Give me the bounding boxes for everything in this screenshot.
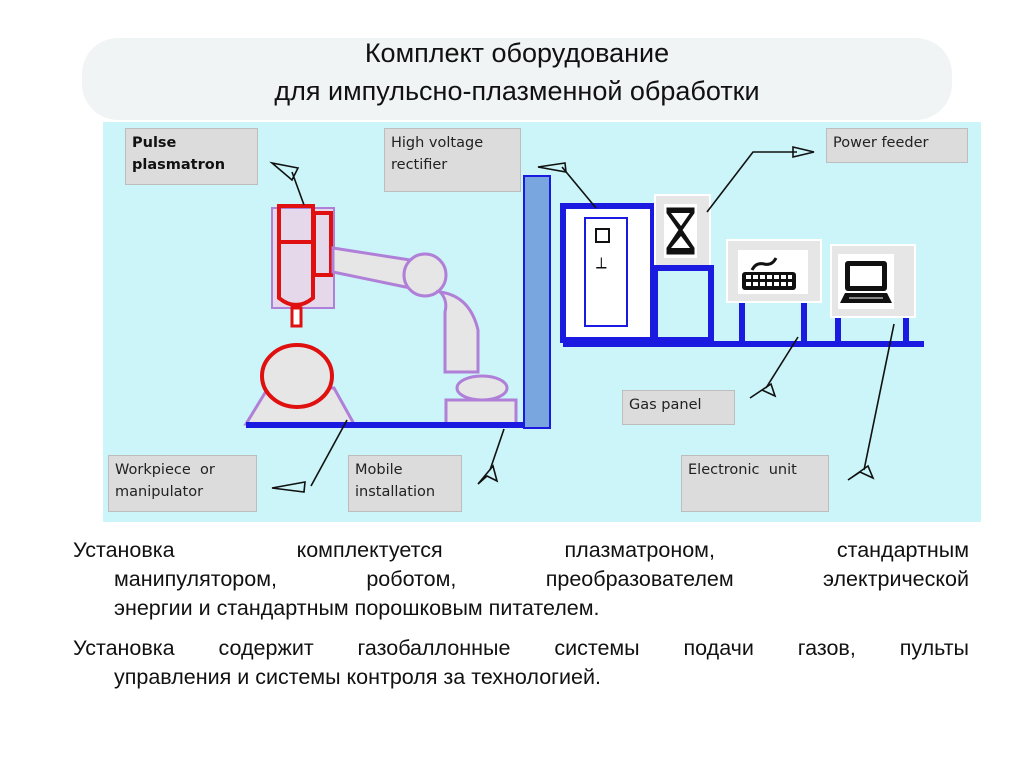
robot-base-cap	[455, 374, 509, 402]
rectifier-door	[584, 217, 628, 327]
paragraph-1-line-3: энергии и стандартным порошковым питател…	[114, 596, 600, 620]
workpiece	[260, 343, 334, 409]
label-power-feeder: Power feeder	[826, 128, 968, 163]
keyboard-icon	[738, 250, 808, 294]
pointer-arrows	[269, 145, 895, 493]
label-workpiece-manipulator: Workpiece or manipulator	[108, 455, 257, 512]
page-title: Комплект оборудование для импульсно-плаз…	[82, 34, 952, 110]
label-gas-panel: Gas panel	[622, 390, 735, 425]
rectifier-cabinet	[560, 203, 656, 343]
label-pulse-plasmatron: Pulse plasmatron	[125, 128, 258, 185]
rectifier-indicator	[595, 228, 610, 243]
hourglass-icon	[664, 204, 697, 258]
robot-arm-lower	[435, 289, 480, 374]
title-banner	[82, 38, 952, 120]
mobile-column	[523, 175, 551, 429]
plasmatron-nozzle	[277, 240, 315, 307]
rectifier-symbol: ⟂	[596, 253, 607, 272]
paragraph-1-line-1: Установка комплектуется плазматроном, ст…	[73, 538, 969, 562]
paragraph-2-line-1: Установка содержит газобаллонные системы…	[73, 636, 969, 660]
label-electronic-unit: Electronic unit	[681, 455, 829, 512]
plasmatron-side-block	[312, 211, 333, 277]
plasmatron-tip	[290, 306, 303, 328]
label-high-voltage-rectifier: High voltage rectifier	[384, 128, 521, 192]
page-title-line-2: для импульсно-плазменной обработки	[274, 76, 760, 106]
robot-elbow-joint	[402, 252, 448, 298]
label-mobile-installation: Mobile installation	[348, 455, 462, 512]
paragraph-1-line-2: манипулятором, роботом, преобразователем…	[114, 567, 969, 591]
paragraph-gas-systems: Установка содержит газобаллонные системы…	[73, 634, 969, 692]
robot-base	[444, 398, 518, 426]
monitor-icon	[838, 254, 894, 309]
paragraph-2-line-2: управления и системы контроля за техноло…	[114, 665, 601, 689]
page-title-line-1: Комплект оборудование	[364, 38, 670, 68]
paragraph-equipment: Установка комплектуется плазматроном, ст…	[73, 536, 969, 623]
power-feeder-stand	[652, 265, 714, 343]
